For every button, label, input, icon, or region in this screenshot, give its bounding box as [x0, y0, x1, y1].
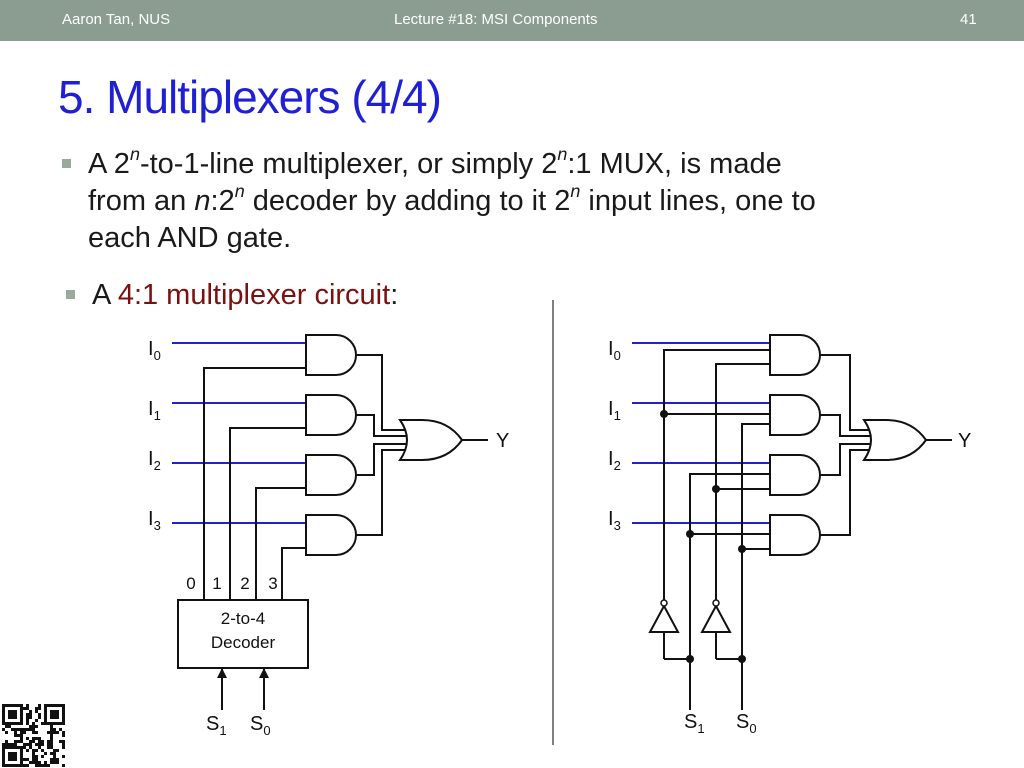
bullet-square-icon [66, 290, 75, 299]
or-gate [863, 419, 927, 461]
decoder-label-line1: 2-to-4 [221, 609, 265, 628]
select-label-s1: S1 [684, 711, 705, 736]
inverter-bubble-s1 [660, 599, 668, 607]
input-label-i1: I1 [608, 398, 621, 423]
and-gate-3 [769, 514, 821, 556]
qr-code-icon [0, 702, 66, 768]
select-label-s0: S0 [736, 711, 757, 736]
arrow-s0-icon [259, 668, 269, 678]
and-gate-1 [769, 394, 821, 436]
inverter-s1 [648, 603, 680, 633]
left-mux-circuit: 2-to-4 Decoder 0 1 2 3 I0 I1 I2 I3 Y S1 … [148, 334, 509, 738]
junction-dots [660, 410, 746, 663]
input-label-i2: I2 [608, 448, 621, 473]
header-author: Aaron Tan, NUS [62, 11, 171, 28]
decoder-label-line2: Decoder [211, 633, 276, 652]
output-label-y: Y [496, 430, 509, 452]
inverter-s0 [700, 603, 732, 633]
right-input-lines [632, 342, 770, 524]
and-gate-3 [305, 514, 357, 556]
bullet-square-icon [62, 159, 71, 168]
input-label-i1: I1 [148, 398, 161, 423]
input-label-i2: I2 [148, 448, 161, 473]
or-gate [399, 419, 463, 461]
input-label-i3: I3 [608, 508, 621, 533]
decoder-output-label: 2 [240, 574, 249, 593]
arrow-s1-icon [217, 668, 227, 678]
select-label-s0: S0 [250, 713, 271, 738]
decoder-output-label: 1 [212, 574, 221, 593]
input-label-i0: I0 [148, 338, 161, 363]
decoder-output-label: 3 [268, 574, 277, 593]
right-mux-circuit: I0 I1 I2 I3 Y S1 S0 [608, 334, 971, 736]
and-gate-1 [305, 394, 357, 436]
header-bar: Aaron Tan, NUS Lecture #18: MSI Componen… [0, 0, 1024, 41]
right-select-wires [663, 349, 952, 710]
input-label-i3: I3 [148, 508, 161, 533]
output-label-y: Y [958, 430, 971, 452]
and-gate-2 [769, 454, 821, 496]
and-gate-0 [305, 334, 357, 376]
decoder-output-label: 0 [186, 574, 195, 593]
bullet-mux-definition: A 2n-to-1-line multiplexer, or simply 2n… [62, 145, 988, 257]
select-label-s1: S1 [206, 713, 227, 738]
and-gate-0 [769, 334, 821, 376]
input-label-i0: I0 [608, 338, 621, 363]
header-lecture: Lecture #18: MSI Components [394, 11, 598, 28]
page-number: 41 [960, 11, 977, 28]
bullet-4to1-mux: A 4:1 multiplexer circuit: [66, 277, 398, 314]
and-gate-2 [305, 454, 357, 496]
left-decoder-wires [203, 354, 488, 710]
inverter-bubble-s0 [712, 599, 720, 607]
slide-title: 5. Multiplexers (4/4) [58, 71, 442, 123]
left-input-lines [172, 342, 306, 524]
decoder-box [177, 599, 309, 669]
